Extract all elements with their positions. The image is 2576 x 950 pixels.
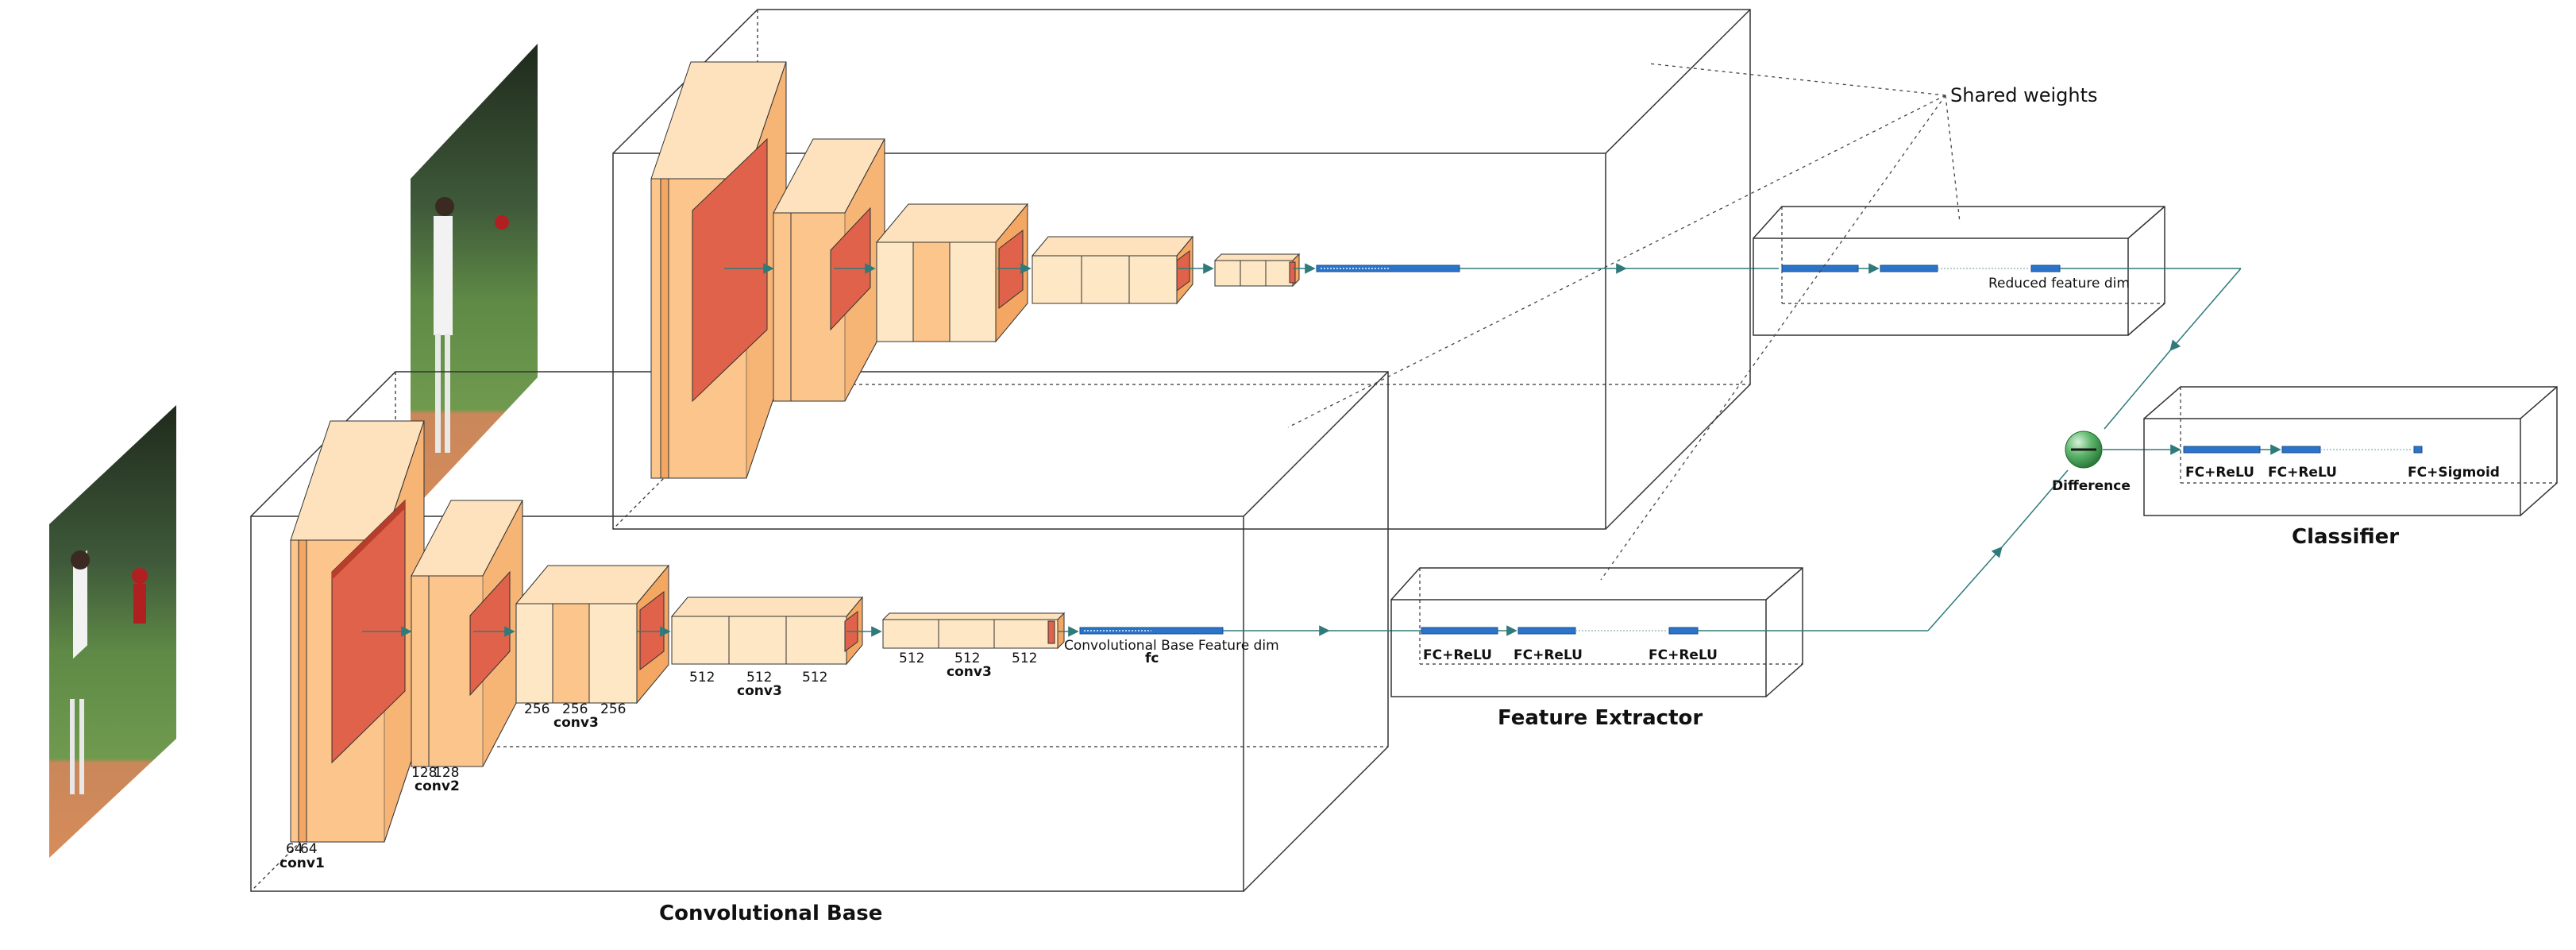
conv3-channel-a: 256: [524, 701, 550, 717]
fc-bar-top: [1316, 265, 1460, 272]
fc-label: fc: [1145, 651, 1159, 666]
baseball-photo-icon: [434, 197, 509, 453]
fe-layer-1: FC+ReLU: [1423, 647, 1492, 663]
conv4-label: conv3: [737, 683, 782, 699]
convolutional-base-top: [612, 9, 1779, 530]
conv4-channel-c: 512: [802, 670, 827, 685]
classifier-layer-1: FC+ReLU: [2185, 465, 2254, 481]
reduced-dim-caption: Reduced feature dim: [1988, 276, 2130, 292]
feature-extractor-caption: Feature Extractor: [1498, 706, 1703, 730]
conv5-label: conv3: [947, 664, 992, 680]
shared-weights-label: Shared weights: [1950, 84, 2098, 106]
conv3-label: conv3: [553, 715, 599, 731]
shared-weights-annotation: Shared weights: [1287, 63, 2098, 581]
classifier-layer-2: FC+ReLU: [2268, 465, 2337, 481]
conv5-block: [881, 612, 1066, 650]
classifier-caption: Classifier: [2292, 525, 2399, 549]
conv4-channel-a: 512: [689, 670, 715, 685]
feature-extractor-bottom: FC+ReLU FC+ReLU FC+ReLU Feature Extracto…: [1390, 469, 2069, 730]
fc-bar: [1079, 627, 1224, 635]
conv2-channel-a: 128: [411, 765, 437, 781]
feature-extractor-top: Reduced feature dim: [1753, 206, 2242, 430]
conv2-block-top: [773, 138, 885, 402]
fe-layer-2: FC+ReLU: [1514, 647, 1583, 663]
difference-label: Difference: [2052, 478, 2131, 494]
conv2-block: [411, 500, 523, 767]
conv5-channel-c: 512: [1012, 651, 1037, 666]
classifier: FC+ReLU FC+ReLU FC+Sigmoid Classifier: [2143, 386, 2558, 549]
conv3-block-top: [875, 203, 1029, 343]
convolutional-base-bottom: 64 64 conv1 128 128 conv2 256 256 256 co…: [250, 371, 1421, 925]
conv4-block: [670, 596, 864, 666]
conv1-label: conv1: [280, 855, 325, 871]
conv4-block-top: [1031, 235, 1194, 305]
conv5-block-top: [1213, 253, 1301, 288]
conv4-channel-b: 512: [746, 670, 772, 685]
fc-dim-caption: Convolutional Base Feature dim: [1064, 638, 1279, 654]
conv-base-caption: Convolutional Base: [659, 902, 882, 925]
conv1-channel-a: 64: [286, 841, 303, 857]
conv3-channel-b: 256: [562, 701, 588, 717]
conv2-channel-b: 128: [434, 765, 459, 781]
input-image-top: [411, 44, 538, 512]
conv5-channel-a: 512: [899, 651, 924, 666]
conv1-channel-b: 64: [300, 841, 318, 857]
conv2-label: conv2: [415, 778, 460, 794]
baseball-photo-icon: [70, 550, 148, 794]
classifier-layer-3: FC+Sigmoid: [2408, 465, 2500, 481]
conv1-block-top: [650, 61, 787, 479]
conv3-block: [515, 564, 670, 705]
conv3-channel-c: 256: [600, 701, 626, 717]
input-image-bottom: [49, 405, 176, 858]
fe-layer-3: FC+ReLU: [1649, 647, 1718, 663]
difference-node: Difference: [2052, 431, 2181, 494]
conv5-channel-b: 512: [954, 651, 980, 666]
